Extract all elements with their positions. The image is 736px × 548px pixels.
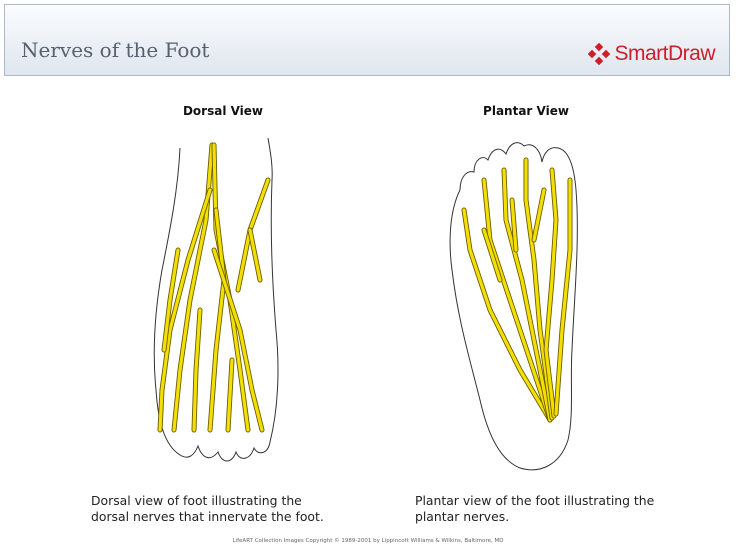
plantar-nerves [464, 160, 570, 420]
nerve-branch [228, 360, 232, 430]
dorsal-view-title: Dorsal View [123, 104, 323, 118]
plantar-caption-line-2: plantar nerves. [415, 509, 705, 525]
dorsal-foot-illustration [140, 130, 310, 475]
dorsal-caption: Dorsal view of foot illustrating the dor… [91, 493, 381, 525]
smartdraw-logo-icon [588, 43, 610, 65]
copyright-notice: LifeART Collection Images Copyright © 19… [0, 538, 736, 544]
page-title: Nerves of the Foot [21, 38, 209, 62]
dorsal-caption-line-2: dorsal nerves that innervate the foot. [91, 509, 381, 525]
plantar-view-title: Plantar View [426, 104, 626, 118]
nerve-branch [534, 190, 544, 240]
smartdraw-logo: SmartDraw [588, 41, 715, 67]
dorsal-caption-line-1: Dorsal view of foot illustrating the [91, 493, 381, 509]
logo-text: SmartDraw [614, 42, 715, 66]
plantar-caption-line-1: Plantar view of the foot illustrating th… [415, 493, 705, 509]
nerve-branch [250, 230, 260, 280]
plantar-caption: Plantar view of the foot illustrating th… [415, 493, 705, 525]
header-bar: Nerves of the Foot SmartDraw [4, 4, 730, 76]
plantar-foot-illustration [440, 130, 605, 475]
